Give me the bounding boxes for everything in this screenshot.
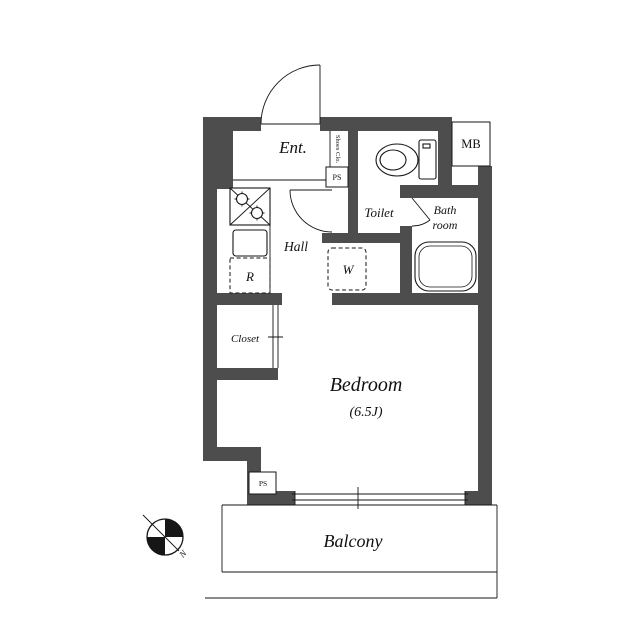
bathroom-label-line1: Bath bbox=[434, 203, 457, 217]
balcony-label: Balcony bbox=[324, 531, 383, 551]
pipe-space-upper-label: PS bbox=[333, 173, 342, 182]
fridge-space bbox=[229, 257, 271, 294]
walls bbox=[203, 117, 492, 505]
mail-box bbox=[451, 121, 491, 167]
bedroom-size-label: (6.5J) bbox=[349, 405, 382, 420]
bathtub-icon bbox=[414, 241, 477, 292]
bath-door-swing bbox=[411, 197, 431, 227]
washer-label: W bbox=[343, 262, 355, 277]
bedroom-window bbox=[292, 487, 468, 509]
hall-door-swing bbox=[289, 189, 333, 233]
entrance-door-swing bbox=[260, 64, 321, 125]
washer-space bbox=[327, 247, 367, 291]
mail-box-label: MB bbox=[461, 137, 480, 151]
sink-icon bbox=[232, 229, 268, 257]
bedroom-label: Bedroom bbox=[330, 374, 403, 396]
stove-icon bbox=[229, 187, 271, 226]
toilet-label: Toilet bbox=[364, 205, 394, 220]
compass-icon: N bbox=[142, 514, 189, 560]
hall-label: Hall bbox=[283, 239, 308, 254]
balcony-outline bbox=[205, 504, 498, 599]
entrance-label: Ent. bbox=[278, 138, 307, 157]
closet-sliding-door bbox=[268, 305, 283, 368]
shoes-closet-label: Shoes Clo. bbox=[334, 135, 341, 164]
pipe-space-lower-label: PS bbox=[259, 479, 267, 488]
pipe-space-lower-box bbox=[248, 471, 277, 495]
bathroom-label-line2: room bbox=[433, 218, 458, 232]
pipe-space-upper-box bbox=[325, 166, 349, 188]
toilet-icon bbox=[375, 139, 437, 180]
fridge-label: R bbox=[245, 269, 254, 284]
closet-label: Closet bbox=[231, 333, 260, 345]
